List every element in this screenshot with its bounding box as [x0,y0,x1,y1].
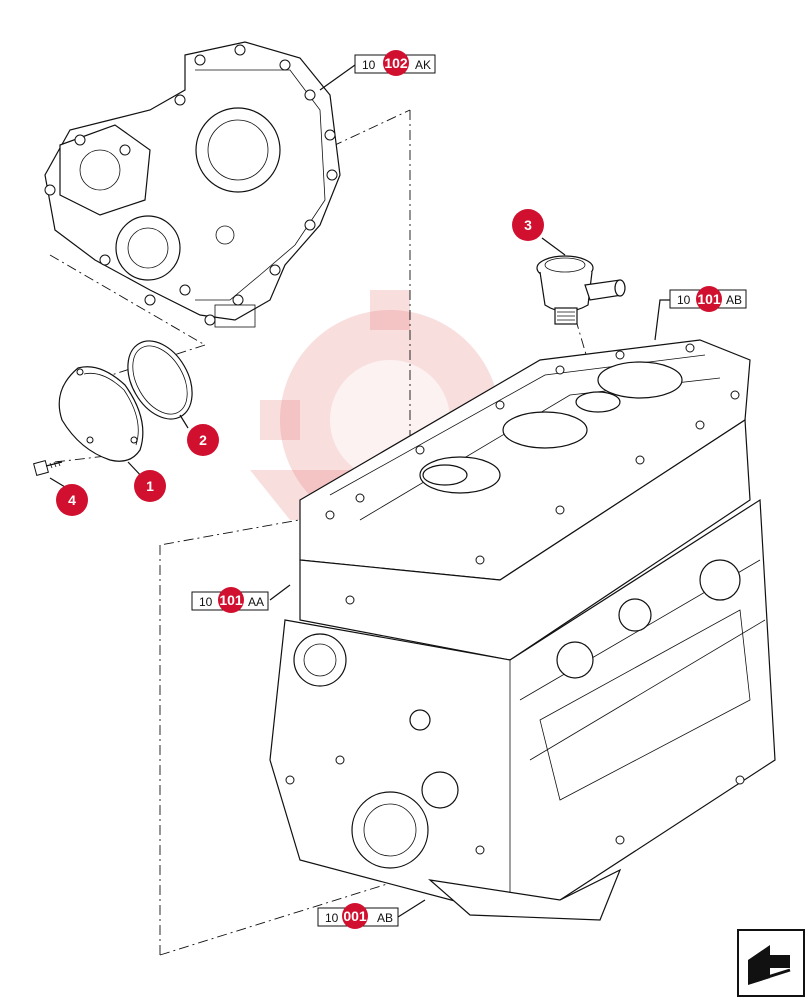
ref-101aa-badge: 101 [219,592,243,608]
ref-101ab[interactable]: 10 AB 101 [669,286,747,312]
callout-2[interactable]: 2 [187,424,219,456]
ref-001ab-badge: 001 [343,908,367,924]
ref-102ak-badge: 102 [384,55,408,71]
ref-101aa-prefix: 10 [199,595,213,609]
ref-101ab-badge-circle [696,286,722,312]
engine-block [269,339,776,921]
ref-101ab-suffix: AB [726,293,742,307]
callout-2-circle [187,424,219,456]
callout-4-circle [56,484,88,516]
ref-001ab-badge-circle [342,903,368,929]
ref-101aa-badge-circle [218,587,244,613]
ref-001ab-suffix: AB [377,911,393,925]
ref-102ak-suffix: AK [415,58,431,72]
callout-1-circle [134,470,166,502]
engine-block-bolts [285,343,745,855]
ref-101ab-badge: 101 [697,291,721,307]
ref-001ab-prefix: 10 [325,911,339,925]
ref-102ak-prefix: 10 [362,58,376,72]
return-arrow-icon[interactable] [737,929,805,997]
ref-102ak[interactable]: 10 AK 102 [354,50,436,76]
ref-101aa-suffix: AA [248,595,264,609]
ref-102ak-badge-circle [383,50,409,76]
breather-fitting [536,255,626,325]
ref-001ab[interactable]: 10 AB 001 [317,903,399,929]
callout-3-label: 3 [524,217,532,233]
callout-3[interactable]: 3 [512,209,544,241]
callout-3-circle [512,209,544,241]
callout-2-label: 2 [199,432,207,448]
timing-cover-housing [44,41,341,328]
callout-leaders [49,64,670,918]
ref-101ab-prefix: 10 [677,293,691,307]
callout-1[interactable]: 1 [134,470,166,502]
timing-cover-bolts [44,44,338,326]
o-ring [127,340,193,420]
callout-4[interactable]: 4 [56,484,88,516]
ref-101aa[interactable]: 10 AA 101 [191,587,269,613]
cover-plate [58,366,144,462]
screw [33,460,63,476]
callout-4-label: 4 [68,492,76,508]
callout-1-label: 1 [146,478,154,494]
